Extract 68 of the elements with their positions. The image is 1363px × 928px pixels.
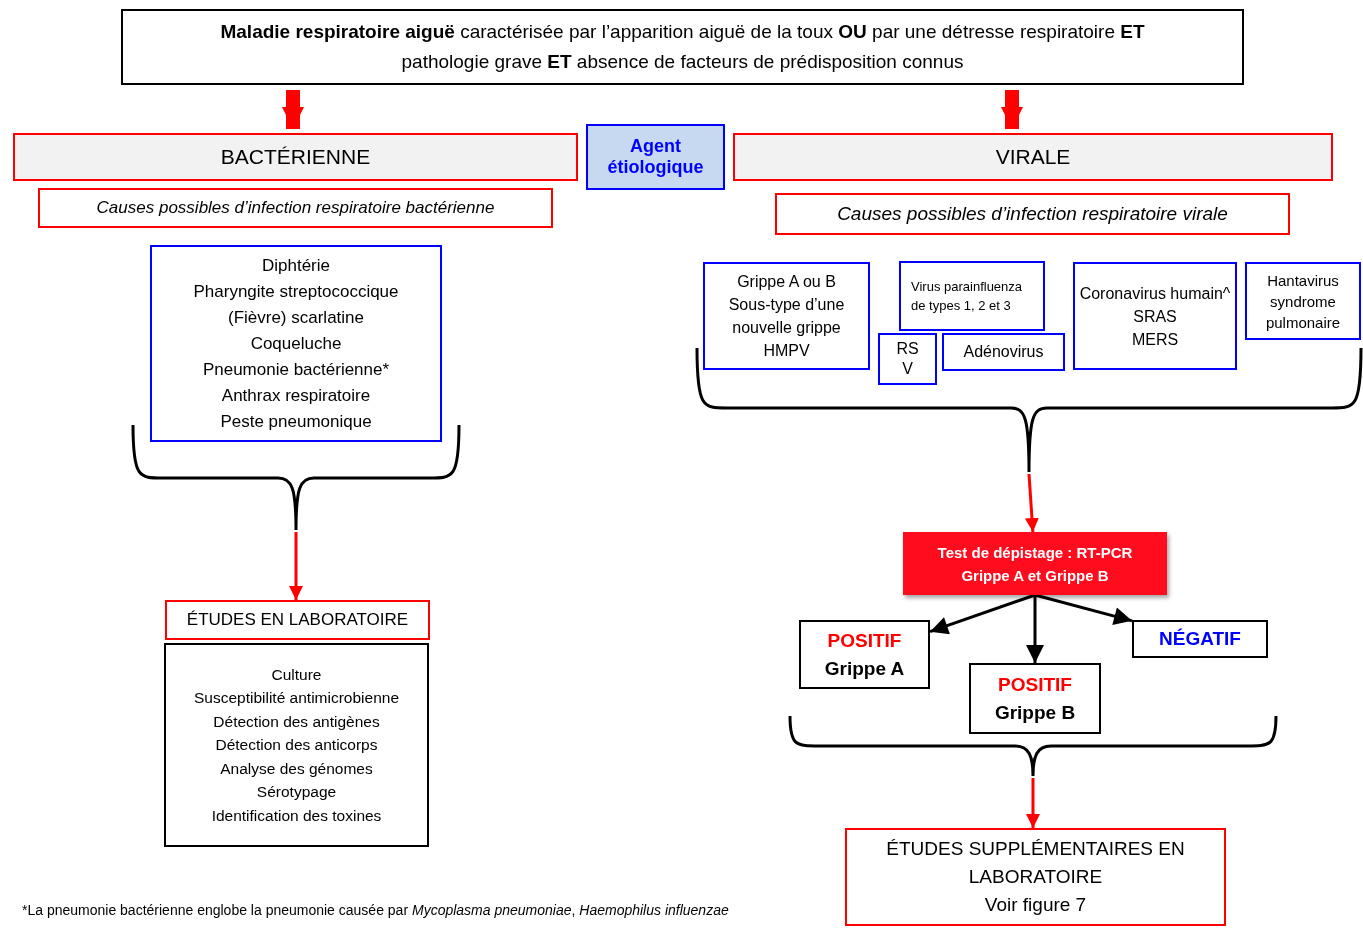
node-text: Maladie respiratoire aiguë caractérisée par l’apparition aiguë de la toux OU par une détresse respiratoire ET pathologie grave ET absence de facteurs de prédisposition connus bbox=[219, 20, 1146, 74]
node-text: Détection des antigènes bbox=[213, 711, 380, 732]
virus-name: Virus parainfluenza de types 1, 2 et 3 bbox=[911, 278, 1024, 315]
node-text: Peste pneumonique bbox=[220, 410, 372, 433]
node-text: NÉGATIF bbox=[1159, 628, 1241, 650]
arrow bbox=[929, 593, 1036, 635]
method-list-box bbox=[164, 643, 429, 847]
node-text: Grippe B bbox=[994, 700, 1076, 725]
result-box bbox=[799, 620, 930, 689]
arrow bbox=[1026, 595, 1044, 663]
arrow bbox=[1001, 90, 1023, 129]
heading-box bbox=[845, 828, 1226, 926]
node-text: Anthrax respiratoire bbox=[221, 384, 371, 407]
node-text: Diphtérie bbox=[261, 254, 330, 277]
node-text: Coronavirus humain^ bbox=[1079, 283, 1231, 304]
virus-box bbox=[703, 262, 870, 370]
cause-list-box bbox=[150, 245, 442, 442]
node-text: Pharyngite streptococcique bbox=[193, 280, 399, 303]
node-text: Adénovirus bbox=[963, 343, 1044, 361]
result-box bbox=[969, 663, 1101, 734]
node-text: ÉTUDES EN LABORATOIRE bbox=[186, 610, 409, 630]
node-text: RS V bbox=[896, 339, 919, 379]
node-text: ÉTUDES SUPPLÉMENTAIRES EN LABORATOIRE bbox=[885, 837, 1186, 889]
node-text: Hantavirus syndrome pulmonaire bbox=[1264, 270, 1342, 333]
virus-box bbox=[1073, 262, 1237, 370]
node-text: (Fièvre) scarlatine bbox=[227, 306, 364, 329]
node-text: Sérotypage bbox=[256, 782, 337, 803]
subheading-box bbox=[775, 193, 1290, 235]
node-text: POSITIF bbox=[827, 628, 902, 653]
virus-box bbox=[899, 261, 1045, 331]
node-text: Voir figure 7 bbox=[984, 893, 1087, 917]
virus-box bbox=[878, 333, 937, 385]
definition-box bbox=[121, 9, 1244, 85]
node-text: SRAS bbox=[1133, 306, 1177, 327]
node-text: Test de dépistage : RT-PCR Grippe A et Grippe B bbox=[936, 542, 1134, 586]
node-text: VIRALE bbox=[995, 145, 1071, 169]
node-text: HMPV bbox=[763, 341, 810, 361]
heading-box bbox=[586, 124, 725, 190]
node-text: BACTÉRIENNE bbox=[220, 145, 371, 169]
node-text: Sous-type d’une nouvelle grippe bbox=[727, 295, 846, 338]
arrow bbox=[1024, 473, 1039, 533]
category-box bbox=[13, 133, 578, 181]
node-text: Grippe A ou B bbox=[737, 272, 836, 292]
node-text: Causes possibles d’infection respiratoire bactérienne bbox=[96, 198, 495, 218]
node-text: Coqueluche bbox=[250, 332, 342, 355]
node-text: Susceptibilité antimicrobienne bbox=[193, 688, 400, 709]
footnote: *La pneumonie bactérienne englobe la pneumonie causée par Mycoplasma pneumoniae, Haemophilus influenzae bbox=[22, 902, 729, 918]
virus-box bbox=[942, 333, 1065, 371]
node-text: POSITIF bbox=[998, 672, 1072, 697]
arrow bbox=[1034, 593, 1133, 625]
node-text: Agent étiologique bbox=[606, 136, 705, 178]
result-box bbox=[1132, 620, 1268, 658]
subheading-box bbox=[38, 188, 553, 228]
node-text: Identification des toxines bbox=[211, 805, 382, 826]
virus-box bbox=[1245, 262, 1361, 340]
heading-box bbox=[165, 600, 430, 640]
category-box bbox=[733, 133, 1333, 181]
node-text: Culture bbox=[271, 664, 322, 685]
node-text: Causes possibles d’infection respiratoire virale bbox=[837, 203, 1228, 225]
node-text: Analyse des génomes bbox=[220, 758, 373, 779]
arrow bbox=[1026, 778, 1040, 828]
node-text: Pneumonie bactérienne* bbox=[202, 358, 390, 381]
node-text: MERS bbox=[1131, 329, 1179, 350]
test-box bbox=[903, 532, 1167, 595]
node-text: Détection des anticorps bbox=[215, 735, 378, 756]
node-text: Grippe A bbox=[824, 656, 905, 681]
arrow bbox=[289, 532, 303, 600]
arrow bbox=[282, 90, 304, 129]
